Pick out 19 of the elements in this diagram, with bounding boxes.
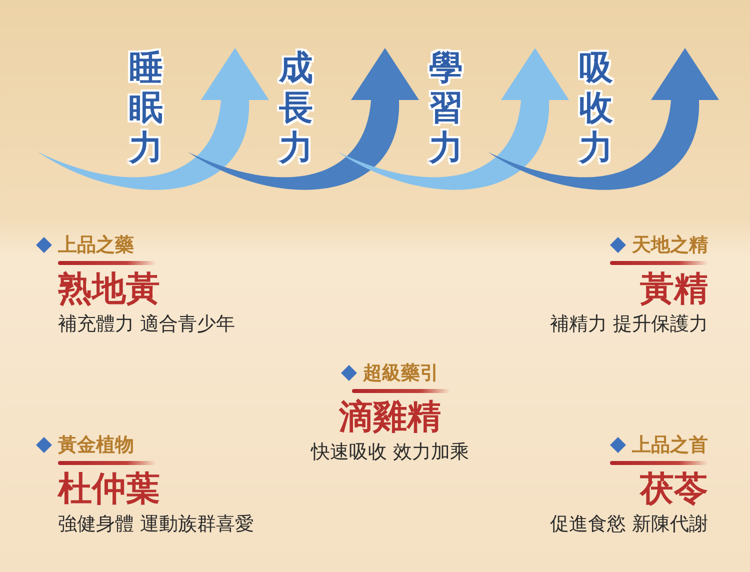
growth-label: 睡眠力: [128, 48, 164, 168]
benefit-text: 補精力 提升保護力: [550, 312, 708, 337]
category-heading: 黃金植物: [58, 433, 134, 458]
herb-name: 杜仲葉: [58, 469, 160, 509]
growth-label: 學習力: [428, 48, 464, 168]
herb-name: 茯苓: [640, 469, 708, 509]
benefit-text: 強健身體 運動族群喜愛: [58, 512, 254, 537]
benefit-text: 促進食慾 新陳代謝: [550, 512, 708, 537]
category-heading: 上品之首: [632, 433, 708, 458]
growth-label: 吸收力: [578, 48, 614, 168]
benefit-text: 補充體力 適合青少年: [58, 312, 236, 337]
herb-name: 滴雞精: [339, 397, 441, 437]
category-heading: 天地之精: [632, 233, 708, 258]
herb-name: 熟地黃: [58, 269, 160, 309]
category-heading: 超級藥引: [363, 361, 439, 386]
category-heading: 上品之藥: [58, 233, 134, 258]
benefit-text: 快速吸收 效力加乘: [310, 440, 470, 465]
growth-label: 成長力: [278, 48, 314, 168]
herb-name: 黃精: [640, 269, 708, 309]
